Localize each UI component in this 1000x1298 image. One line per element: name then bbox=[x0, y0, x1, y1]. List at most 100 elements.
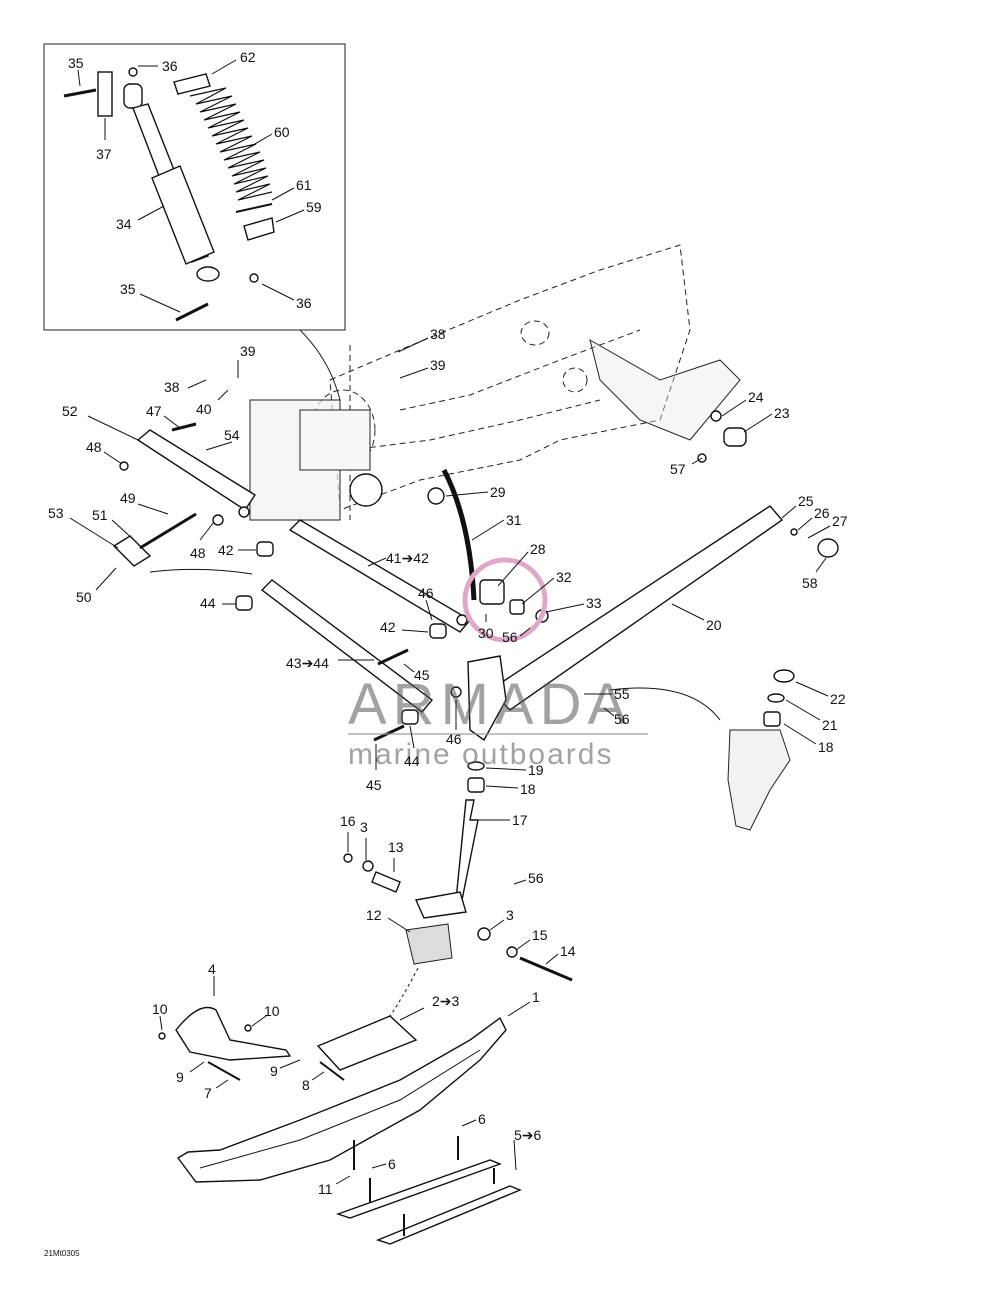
svg-text:34: 34 bbox=[116, 216, 132, 232]
svg-text:10: 10 bbox=[152, 1001, 168, 1017]
svg-text:45: 45 bbox=[414, 667, 430, 683]
callout: 53 bbox=[48, 505, 119, 549]
callout: 44 bbox=[200, 595, 236, 611]
callout: 50 bbox=[76, 567, 117, 605]
svg-text:33: 33 bbox=[586, 595, 602, 611]
callout: 34 bbox=[116, 205, 165, 232]
upper-bracket-drawing bbox=[112, 422, 256, 575]
svg-text:38: 38 bbox=[164, 379, 180, 395]
watermark: ARMADA marine outboards bbox=[348, 557, 648, 771]
svg-text:6: 6 bbox=[478, 1111, 486, 1127]
callout: 5➔6 bbox=[513, 1127, 542, 1171]
callout: 12 bbox=[366, 907, 411, 933]
callout: 18 bbox=[783, 723, 834, 755]
callout: 52 bbox=[62, 403, 139, 441]
watermark-logo-icon bbox=[462, 557, 548, 643]
svg-text:51: 51 bbox=[92, 507, 108, 523]
svg-text:39: 39 bbox=[430, 357, 446, 373]
callout: 49 bbox=[120, 490, 169, 515]
svg-text:46: 46 bbox=[446, 731, 462, 747]
callout: 57 bbox=[670, 457, 703, 477]
svg-text:47: 47 bbox=[146, 403, 162, 419]
callout: 60 bbox=[247, 124, 290, 149]
callout: 39 bbox=[237, 343, 256, 378]
callout: 32 bbox=[521, 569, 572, 605]
svg-text:40: 40 bbox=[196, 401, 212, 417]
svg-text:31: 31 bbox=[506, 512, 522, 528]
callout: 51 bbox=[92, 507, 135, 541]
callout: 45 bbox=[366, 744, 382, 793]
callout: 55 bbox=[584, 686, 630, 702]
svg-text:2➔3: 2➔3 bbox=[432, 993, 460, 1009]
spindle-subview-drawing bbox=[609, 669, 795, 831]
chassis-frame bbox=[249, 244, 741, 521]
callout: 47 bbox=[146, 403, 181, 429]
callout: 58 bbox=[802, 557, 827, 591]
callout: 61 bbox=[271, 177, 312, 201]
watermark-brand: ARMADA bbox=[348, 672, 632, 737]
svg-text:54: 54 bbox=[224, 427, 240, 443]
svg-text:43➔44: 43➔44 bbox=[286, 655, 329, 671]
svg-text:32: 32 bbox=[556, 569, 572, 585]
callout: 19 bbox=[485, 762, 544, 778]
svg-text:15: 15 bbox=[532, 927, 548, 943]
svg-text:23: 23 bbox=[774, 405, 790, 421]
svg-text:39: 39 bbox=[240, 343, 256, 359]
callout: 29 bbox=[445, 484, 506, 500]
svg-text:20: 20 bbox=[706, 617, 722, 633]
shock-absorber-drawing bbox=[63, 67, 275, 322]
callout: 43➔44 bbox=[286, 655, 374, 671]
callout: 3 bbox=[360, 819, 368, 860]
callout: 13 bbox=[388, 839, 404, 872]
callout: 17 bbox=[476, 812, 528, 828]
inset-callouts: 35 36 62 60 37 34 61 59 35 36 bbox=[68, 49, 322, 313]
svg-text:44: 44 bbox=[404, 753, 420, 769]
callout: 1 bbox=[507, 989, 540, 1017]
callout: 62 bbox=[211, 49, 256, 75]
svg-text:25: 25 bbox=[798, 493, 814, 509]
svg-text:42: 42 bbox=[218, 542, 234, 558]
svg-text:38: 38 bbox=[430, 326, 446, 342]
svg-text:35: 35 bbox=[68, 55, 84, 71]
main-callouts: 38 39 39 38 52 47 40 54 48 49 51 53 48 5… bbox=[48, 326, 848, 1197]
inset-frame bbox=[43, 43, 346, 331]
callout: 25 bbox=[781, 493, 814, 519]
callout: 56 bbox=[603, 707, 630, 727]
svg-text:21: 21 bbox=[822, 717, 838, 733]
callout: 8 bbox=[302, 1071, 325, 1093]
callout: 18 bbox=[485, 781, 536, 797]
svg-text:50: 50 bbox=[76, 589, 92, 605]
svg-text:53: 53 bbox=[48, 505, 64, 521]
spindle-drawing bbox=[343, 761, 573, 1031]
svg-text:56: 56 bbox=[614, 711, 630, 727]
callout: 30 bbox=[478, 614, 494, 641]
callout: 38 bbox=[164, 379, 207, 395]
svg-text:27: 27 bbox=[832, 513, 848, 529]
svg-text:61: 61 bbox=[296, 177, 312, 193]
callout: 3 bbox=[489, 907, 514, 931]
callout: 48 bbox=[190, 521, 215, 561]
callout: 59 bbox=[275, 199, 322, 223]
svg-text:22: 22 bbox=[830, 691, 846, 707]
callout: 48 bbox=[86, 439, 123, 465]
svg-text:45: 45 bbox=[366, 777, 382, 793]
svg-text:13: 13 bbox=[388, 839, 404, 855]
svg-text:36: 36 bbox=[162, 58, 178, 74]
svg-text:42: 42 bbox=[380, 619, 396, 635]
svg-text:5➔6: 5➔6 bbox=[514, 1127, 542, 1143]
svg-text:9: 9 bbox=[270, 1063, 278, 1079]
callout: 2➔3 bbox=[399, 993, 460, 1021]
svg-text:60: 60 bbox=[274, 124, 290, 140]
callout: 36 bbox=[261, 283, 312, 311]
svg-text:9: 9 bbox=[176, 1069, 184, 1085]
callout: 27 bbox=[807, 513, 848, 539]
callout: 28 bbox=[497, 541, 546, 587]
drawing-code: 21Mt0305 bbox=[44, 1249, 80, 1258]
svg-text:29: 29 bbox=[490, 484, 506, 500]
svg-text:55: 55 bbox=[614, 686, 630, 702]
svg-text:41➔42: 41➔42 bbox=[386, 550, 429, 566]
callout: 56 bbox=[513, 870, 544, 886]
callout: 54 bbox=[205, 427, 240, 451]
